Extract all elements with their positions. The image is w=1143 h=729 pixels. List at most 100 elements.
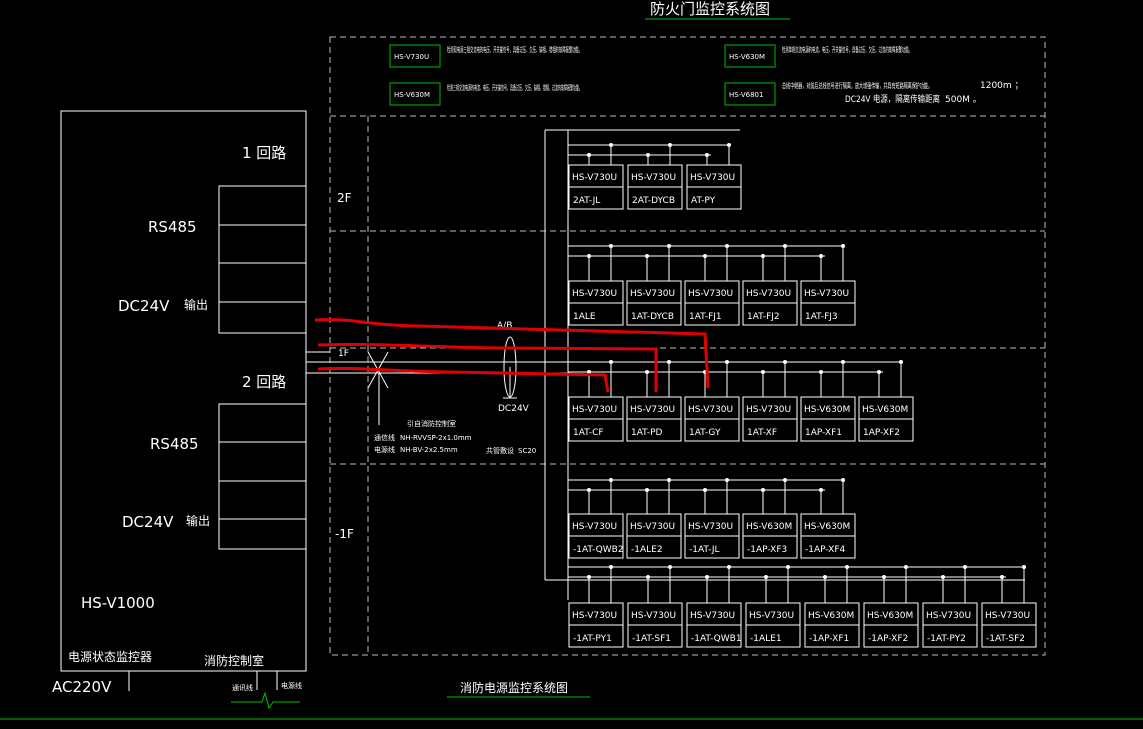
module-model: HS-V730U bbox=[630, 405, 675, 415]
monitor-module[interactable]: HS-V730U 1AT-PD bbox=[626, 360, 682, 442]
module-model: HS-V730U bbox=[631, 173, 676, 183]
junction-dot bbox=[727, 565, 731, 569]
module-tag: 1AT-XF bbox=[747, 428, 777, 438]
power-monitor-cabinet[interactable]: 1 回路 RS485 DC24V 输出 2 回路 RS485 DC24V 输出 … bbox=[60, 110, 307, 672]
module-tag: -1ALE2 bbox=[631, 545, 663, 555]
loop-2-label: 2 回路 bbox=[242, 373, 286, 391]
monitor-module[interactable]: HS-V630M-1AP-XF3 bbox=[742, 478, 798, 559]
module-model: HS-V730U bbox=[572, 289, 617, 299]
monitor-module[interactable]: HS-V630M 1AP-XF1 bbox=[800, 360, 856, 442]
module-model: HS-V630M bbox=[804, 405, 850, 415]
system-frame bbox=[329, 36, 1046, 656]
dc24-label-2: DC24V bbox=[122, 513, 174, 531]
monitor-module[interactable]: HS-V730U-1ALE2 bbox=[626, 478, 682, 559]
modules-layer: HS-V730U2AT-JLHS-V730U2AT-DYCBHS-V730UAT… bbox=[568, 143, 1037, 648]
junction-dot bbox=[727, 143, 731, 147]
module-tag: 1AP-XF2 bbox=[863, 428, 900, 438]
power-wire-spec: NH-BV-2x2.5mm bbox=[400, 446, 458, 454]
junction-dot bbox=[609, 360, 613, 364]
module-model: HS-V730U bbox=[746, 289, 791, 299]
monitor-module[interactable]: HS-V730U-1ALE1 bbox=[745, 565, 801, 648]
module-tag: 2AT-JL bbox=[573, 196, 600, 206]
junction-dot bbox=[841, 244, 845, 248]
junction-dot bbox=[1022, 565, 1026, 569]
monitor-module[interactable]: HS-V630M-1AP-XF4 bbox=[800, 478, 856, 559]
terminal-block-1 bbox=[218, 185, 307, 334]
module-tag: -1AT-QWB2 bbox=[573, 545, 624, 555]
junction-dot bbox=[725, 244, 729, 248]
comm-spec: NH-RVVSP-2x1.0mm bbox=[400, 434, 472, 442]
rs485-label-2: RS485 bbox=[150, 435, 199, 453]
legend-code: HS-V630M bbox=[394, 91, 430, 99]
module-tag: 1AP-XF1 bbox=[805, 428, 842, 438]
monitor-module[interactable]: HS-V730U 2AT-DYCB bbox=[627, 143, 683, 210]
monitor-module[interactable]: HS-V730U-1AT-SF2 bbox=[981, 565, 1037, 648]
module-model: HS-V730U bbox=[688, 289, 733, 299]
module-model: HS-V630M bbox=[862, 405, 908, 415]
floor-label-2f: 2F bbox=[337, 191, 352, 205]
junction-dot bbox=[841, 478, 845, 482]
monitor-module[interactable]: HS-V630M-1AP-XF1 bbox=[804, 565, 860, 648]
module-tag: 1ALE bbox=[573, 312, 596, 322]
legend-code-box bbox=[389, 44, 441, 68]
module-tag: 2AT-DYCB bbox=[632, 196, 675, 206]
monitor-model: HS-V1000 bbox=[81, 594, 155, 612]
junction-dot bbox=[725, 360, 729, 364]
module-model: HS-V730U bbox=[926, 611, 971, 621]
floor-label-b1: -1F bbox=[335, 527, 354, 541]
cabinet-frame bbox=[60, 110, 307, 672]
markup-redline bbox=[317, 366, 610, 393]
floor-label-1f: 1F bbox=[338, 349, 349, 359]
module-model: HS-V630M bbox=[746, 522, 792, 532]
conduit-label: 共管敷设 bbox=[486, 446, 514, 455]
module-tag: -1AT-JL bbox=[689, 545, 720, 555]
dc24-label-1: DC24V bbox=[118, 297, 170, 315]
module-tag: 1AT-CF bbox=[573, 428, 604, 438]
monitor-module[interactable]: HS-V730U 1ALE bbox=[568, 244, 624, 326]
comm-label: 通信线 bbox=[374, 433, 395, 442]
note-title: 引自消防控制室 bbox=[407, 419, 456, 428]
junction-dot bbox=[783, 360, 787, 364]
wire-label-power: 电源线 bbox=[281, 681, 302, 690]
module-model: HS-V630M bbox=[867, 611, 913, 621]
module-tag: -1AP-XF4 bbox=[805, 545, 846, 555]
legend-extra: 500M 。 bbox=[945, 95, 982, 105]
power-wire-label: 电源线 bbox=[374, 445, 395, 454]
monitor-module[interactable]: HS-V630M 1AP-XF2 bbox=[858, 360, 914, 442]
monitor-module[interactable]: HS-V730U-1AT-QWB1 bbox=[686, 565, 742, 648]
module-model: HS-V730U bbox=[804, 289, 849, 299]
monitor-module[interactable]: HS-V730U -1AT-SF1 bbox=[627, 565, 683, 648]
module-tag: AT-PY bbox=[691, 196, 716, 206]
module-tag: -1AT-SF2 bbox=[986, 634, 1025, 644]
module-model: HS-V730U bbox=[572, 405, 617, 415]
module-tag: -1AP-XF1 bbox=[809, 634, 849, 644]
module-tag: -1AT-PY1 bbox=[573, 634, 612, 644]
monitor-module[interactable]: HS-V730U-1AT-QWB2 bbox=[568, 478, 624, 559]
legend-text: 检测三相交流电源的电流、电压、开关量信号，具备过压、欠压、缺相、错相、过流的故障… bbox=[447, 83, 582, 92]
module-tag: -1AT-SF1 bbox=[632, 634, 671, 644]
junction-dot bbox=[904, 565, 908, 569]
output-label-1: 输出 bbox=[184, 297, 208, 312]
junction-dot bbox=[667, 244, 671, 248]
module-tag: 1AT-PD bbox=[631, 428, 663, 438]
monitor-module[interactable]: HS-V630M -1AP-XF2 bbox=[863, 565, 919, 648]
bus-ab-label: A/B bbox=[497, 321, 512, 331]
legend-extra: 1200m ； bbox=[980, 81, 1024, 91]
module-tag: 1AT-GY bbox=[689, 428, 721, 438]
module-model: HS-V730U bbox=[572, 611, 617, 621]
junction-dot bbox=[725, 478, 729, 482]
monitor-module[interactable]: HS-V730U-1AT-JL bbox=[684, 478, 740, 559]
module-tag: -1AP-XF2 bbox=[868, 634, 908, 644]
junction-dot bbox=[667, 360, 671, 364]
junction-dot bbox=[609, 143, 613, 147]
legend-code-box bbox=[724, 82, 776, 106]
module-model: HS-V730U bbox=[631, 611, 676, 621]
